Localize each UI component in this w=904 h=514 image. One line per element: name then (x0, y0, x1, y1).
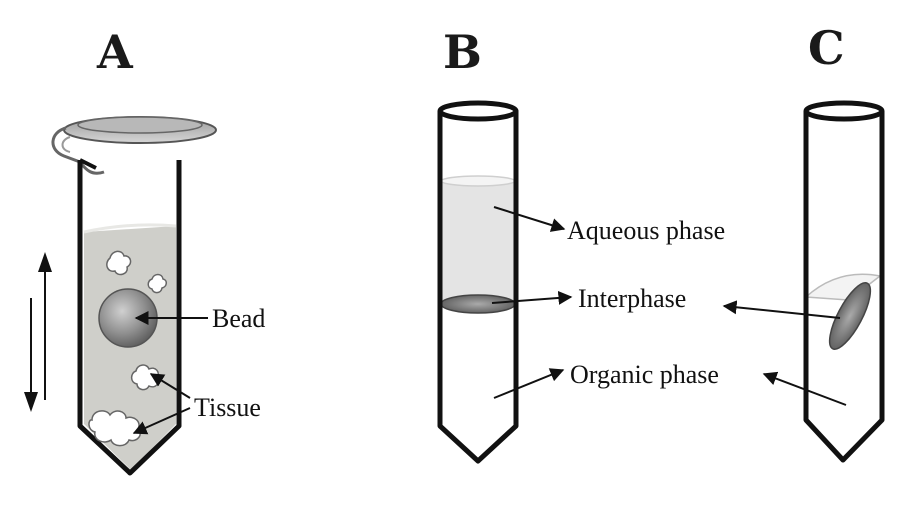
tube-b (437, 100, 519, 464)
panel-a-letter: A (96, 25, 134, 79)
bead-label: Bead (212, 304, 265, 333)
tissue-pointer-2 (132, 407, 191, 435)
tissue-label: Tissue (194, 393, 261, 422)
tube-cap (51, 116, 217, 175)
tilted-interphase-disk (828, 282, 872, 350)
organic-label: Organic phase (570, 360, 719, 389)
tube-c (803, 100, 885, 463)
c-interphase-pointer (722, 300, 841, 319)
interphase-label: Interphase (578, 284, 686, 313)
tissue-fragments (88, 250, 167, 447)
c-organic-pointer (762, 371, 847, 406)
aqueous-label: Aqueous phase (567, 216, 725, 245)
panel-c-letter: C (808, 21, 845, 75)
aqueous-pointer (493, 206, 566, 232)
interphase-disk (440, 294, 516, 314)
panel-b: B Aqueous phase Interphase Organic phase (437, 25, 725, 464)
interphase-pointer (491, 290, 573, 305)
panel-c: C (722, 21, 885, 463)
organic-pointer (493, 368, 565, 399)
panel-b-letter: B (443, 25, 482, 79)
tissue-pointer-1 (149, 373, 191, 399)
shake-arrows (24, 252, 52, 412)
panel-a: A (24, 25, 265, 476)
